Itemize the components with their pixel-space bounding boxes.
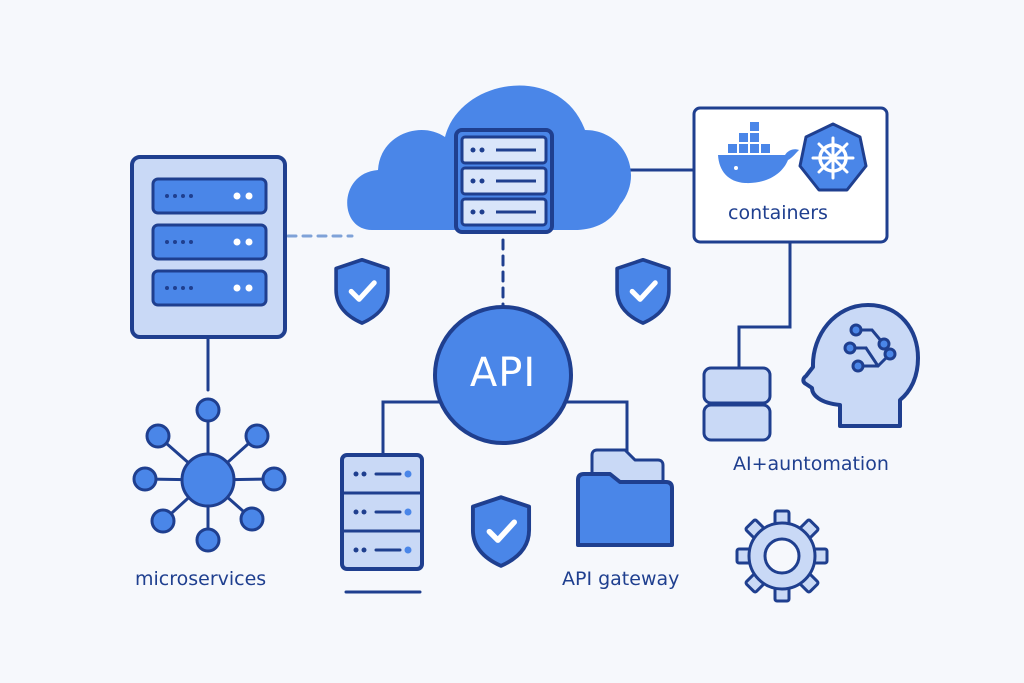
shield-check-icon	[470, 495, 532, 568]
ai-head-icon	[801, 303, 920, 428]
shield-check-icon	[334, 257, 390, 325]
gear-icon	[735, 509, 829, 603]
containers-label: containers	[728, 202, 828, 224]
cloud-server-rack	[454, 128, 554, 234]
api-node	[433, 305, 573, 445]
api-label: API	[469, 350, 537, 396]
database-icon	[702, 366, 772, 442]
server-rack-icon	[130, 155, 287, 339]
connector-api-server	[381, 400, 445, 457]
kubernetes-icon	[798, 122, 868, 192]
docker-whale-icon	[718, 122, 799, 184]
connector-containers-db	[737, 240, 792, 370]
folder-icon	[576, 448, 674, 547]
api-gateway-label: API gateway	[562, 568, 680, 590]
connector-api-folder	[560, 400, 629, 457]
network-hub-icon	[132, 397, 287, 553]
cloud-server-icon	[347, 85, 632, 234]
shield-check-icon	[615, 257, 671, 325]
microservices-label: microservices	[135, 568, 267, 590]
server-rack-icon	[340, 453, 424, 594]
connectors	[206, 168, 792, 457]
ai-automation-label: AI+auntomation	[733, 453, 889, 475]
